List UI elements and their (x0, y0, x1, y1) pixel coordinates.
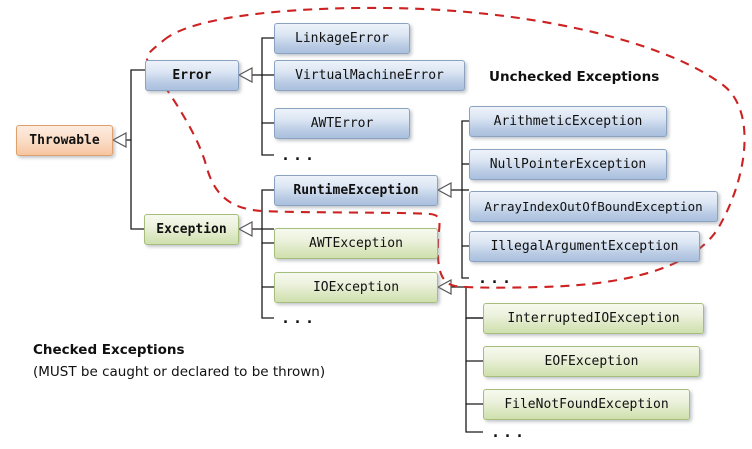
class-label: AWTError (310, 116, 374, 131)
ellipsis-runtime-children: ... (478, 269, 515, 287)
class-label: Throwable (29, 133, 100, 148)
class-label: VirtualMachineError (295, 68, 444, 83)
class-box-eofexception[interactable]: EOFException (483, 346, 700, 377)
checked-exceptions-label: Checked Exceptions (33, 342, 185, 358)
arrowhead-error (237, 66, 253, 84)
class-box-linkageerror[interactable]: LinkageError (274, 23, 410, 54)
class-box-filenotfoundexception[interactable]: FileNotFoundException (483, 389, 690, 420)
class-label: IOException (312, 280, 400, 295)
connector-error (252, 37, 274, 156)
class-label: IllegalArgumentException (490, 239, 679, 254)
connector-exception (252, 189, 274, 319)
connector-ioexception (451, 286, 483, 433)
arrowhead-exception (237, 220, 253, 238)
class-label: ArrayIndexOutOfBoundException (484, 199, 703, 214)
class-box-virtualmachineerror[interactable]: VirtualMachineError (274, 60, 465, 91)
class-label: ArithmeticException (493, 114, 643, 129)
arrowhead-ioexception (436, 278, 452, 296)
unchecked-exceptions-boundary (145, 6, 746, 289)
class-label: RuntimeException (293, 183, 419, 198)
class-box-runtimeexception[interactable]: RuntimeException (274, 175, 438, 206)
class-box-throwable[interactable]: Throwable (16, 125, 113, 156)
class-label: FileNotFoundException (504, 397, 669, 412)
class-label: NullPointerException (489, 157, 647, 172)
connector-throwable (126, 69, 145, 230)
class-label: InterruptedIOException (507, 311, 680, 326)
checked-exceptions-note: (MUST be caught or declared to be thrown… (33, 364, 326, 380)
arrowhead-throwable (111, 131, 127, 149)
class-label: LinkageError (295, 31, 389, 46)
class-box-awterror[interactable]: AWTError (274, 108, 410, 139)
class-label: Exception (156, 222, 227, 237)
class-label: Error (172, 68, 212, 83)
class-box-error[interactable]: Error (145, 60, 239, 91)
ellipsis-exception-children: ... (281, 309, 318, 327)
class-box-awtexception[interactable]: AWTException (274, 228, 438, 259)
class-box-arithmeticexception[interactable]: ArithmeticException (469, 106, 667, 137)
ellipsis-error-children: ... (281, 146, 318, 164)
class-box-interruptedioexception[interactable]: InterruptedIOException (483, 303, 704, 334)
class-box-nullpointerexception[interactable]: NullPointerException (469, 149, 667, 180)
arrowhead-runtimeexception (436, 181, 452, 199)
class-label: EOFException (544, 354, 639, 369)
class-box-exception[interactable]: Exception (144, 214, 239, 245)
connector-runtimeexception (451, 120, 469, 279)
class-label: AWTException (309, 236, 403, 251)
class-box-ioexception[interactable]: IOException (274, 272, 438, 303)
class-box-arrayindexoutofboundexception[interactable]: ArrayIndexOutOfBoundException (469, 191, 718, 222)
unchecked-exceptions-label: Unchecked Exceptions (489, 69, 660, 85)
ellipsis-ioexception-children: ... (491, 423, 528, 441)
class-box-illegalargumentexception[interactable]: IllegalArgumentException (469, 231, 700, 262)
